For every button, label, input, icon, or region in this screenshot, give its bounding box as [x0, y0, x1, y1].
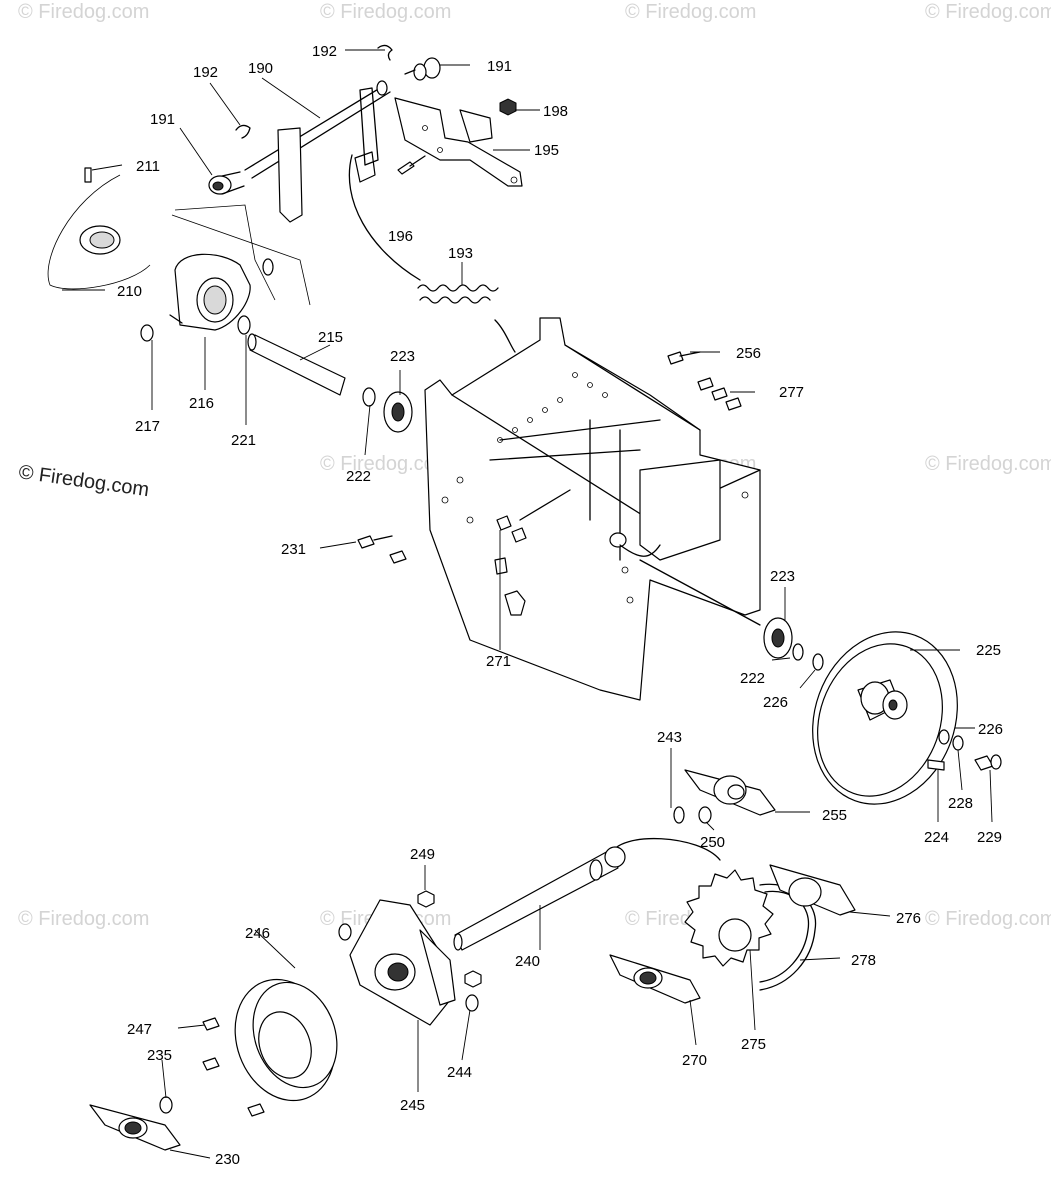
watermark: © Firedog.com — [320, 453, 451, 475]
part-label-256: 256 — [736, 345, 761, 362]
part-label-229: 229 — [977, 829, 1002, 846]
part-label-235: 235 — [147, 1047, 172, 1064]
lower-drive-assembly — [89, 769, 856, 1151]
part-label-277: 277 — [779, 384, 804, 401]
part-label-215: 215 — [318, 329, 343, 346]
watermark-main: © Firedog.com — [17, 461, 150, 501]
part-label-222: 222 — [346, 468, 371, 485]
part-label-249: 249 — [410, 846, 435, 863]
part-label-211: 211 — [136, 158, 160, 175]
part-label-216: 216 — [189, 395, 214, 412]
part-label-245: 245 — [400, 1097, 425, 1114]
watermark: © Firedog.com — [320, 1, 451, 23]
leader-lines — [62, 49, 993, 1159]
part-label-247: 247 — [127, 1021, 152, 1038]
part-label-250: 250 — [700, 834, 725, 851]
part-label-224: 224 — [924, 829, 949, 846]
part-label-243: 243 — [657, 729, 682, 746]
part-label-276: 276 — [896, 910, 921, 927]
part-label-195: 195 — [534, 142, 559, 159]
shift-linkage-assembly — [47, 44, 523, 433]
part-label-192: 192 — [193, 64, 218, 81]
part-label-246: 246 — [245, 925, 270, 942]
part-label-225: 225 — [976, 642, 1001, 659]
part-label-226: 226 — [763, 694, 788, 711]
part-label-223: 223 — [770, 568, 795, 585]
watermark: © Firedog.com — [625, 1, 756, 23]
part-label-278: 278 — [851, 952, 876, 969]
watermark: © Firedog.com — [18, 908, 149, 930]
part-label-191: 191 — [150, 111, 175, 128]
watermark: © Firedog.com — [925, 453, 1051, 475]
part-label-222: 222 — [740, 670, 765, 687]
part-label-240: 240 — [515, 953, 540, 970]
watermark: © Firedog.com — [925, 908, 1051, 930]
part-label-228: 228 — [948, 795, 973, 812]
part-label-270: 270 — [682, 1052, 707, 1069]
part-label-196: 196 — [388, 228, 413, 245]
part-label-190: 190 — [248, 60, 273, 77]
part-label-217: 217 — [135, 418, 160, 435]
part-label-255: 255 — [822, 807, 847, 824]
part-label-192: 192 — [312, 43, 337, 60]
part-label-223: 223 — [390, 348, 415, 365]
part-label-244: 244 — [447, 1064, 472, 1081]
part-label-226: 226 — [978, 721, 1003, 738]
part-label-198: 198 — [543, 103, 568, 120]
frame-assembly — [357, 317, 824, 701]
watermark: © Firedog.com — [18, 1, 149, 23]
part-label-210: 210 — [117, 283, 142, 300]
part-label-193: 193 — [448, 245, 473, 262]
part-label-191: 191 — [487, 58, 512, 75]
part-label-271: 271 — [486, 653, 511, 670]
part-label-231: 231 — [281, 541, 306, 558]
part-label-275: 275 — [741, 1036, 766, 1053]
drive-pulley — [812, 631, 1002, 805]
watermark: © Firedog.com — [925, 1, 1051, 23]
part-labels: 192 191 192 190 191 198 195 211 196 193 … — [117, 43, 1003, 1168]
part-label-221: 221 — [231, 432, 256, 449]
part-label-230: 230 — [215, 1151, 240, 1168]
